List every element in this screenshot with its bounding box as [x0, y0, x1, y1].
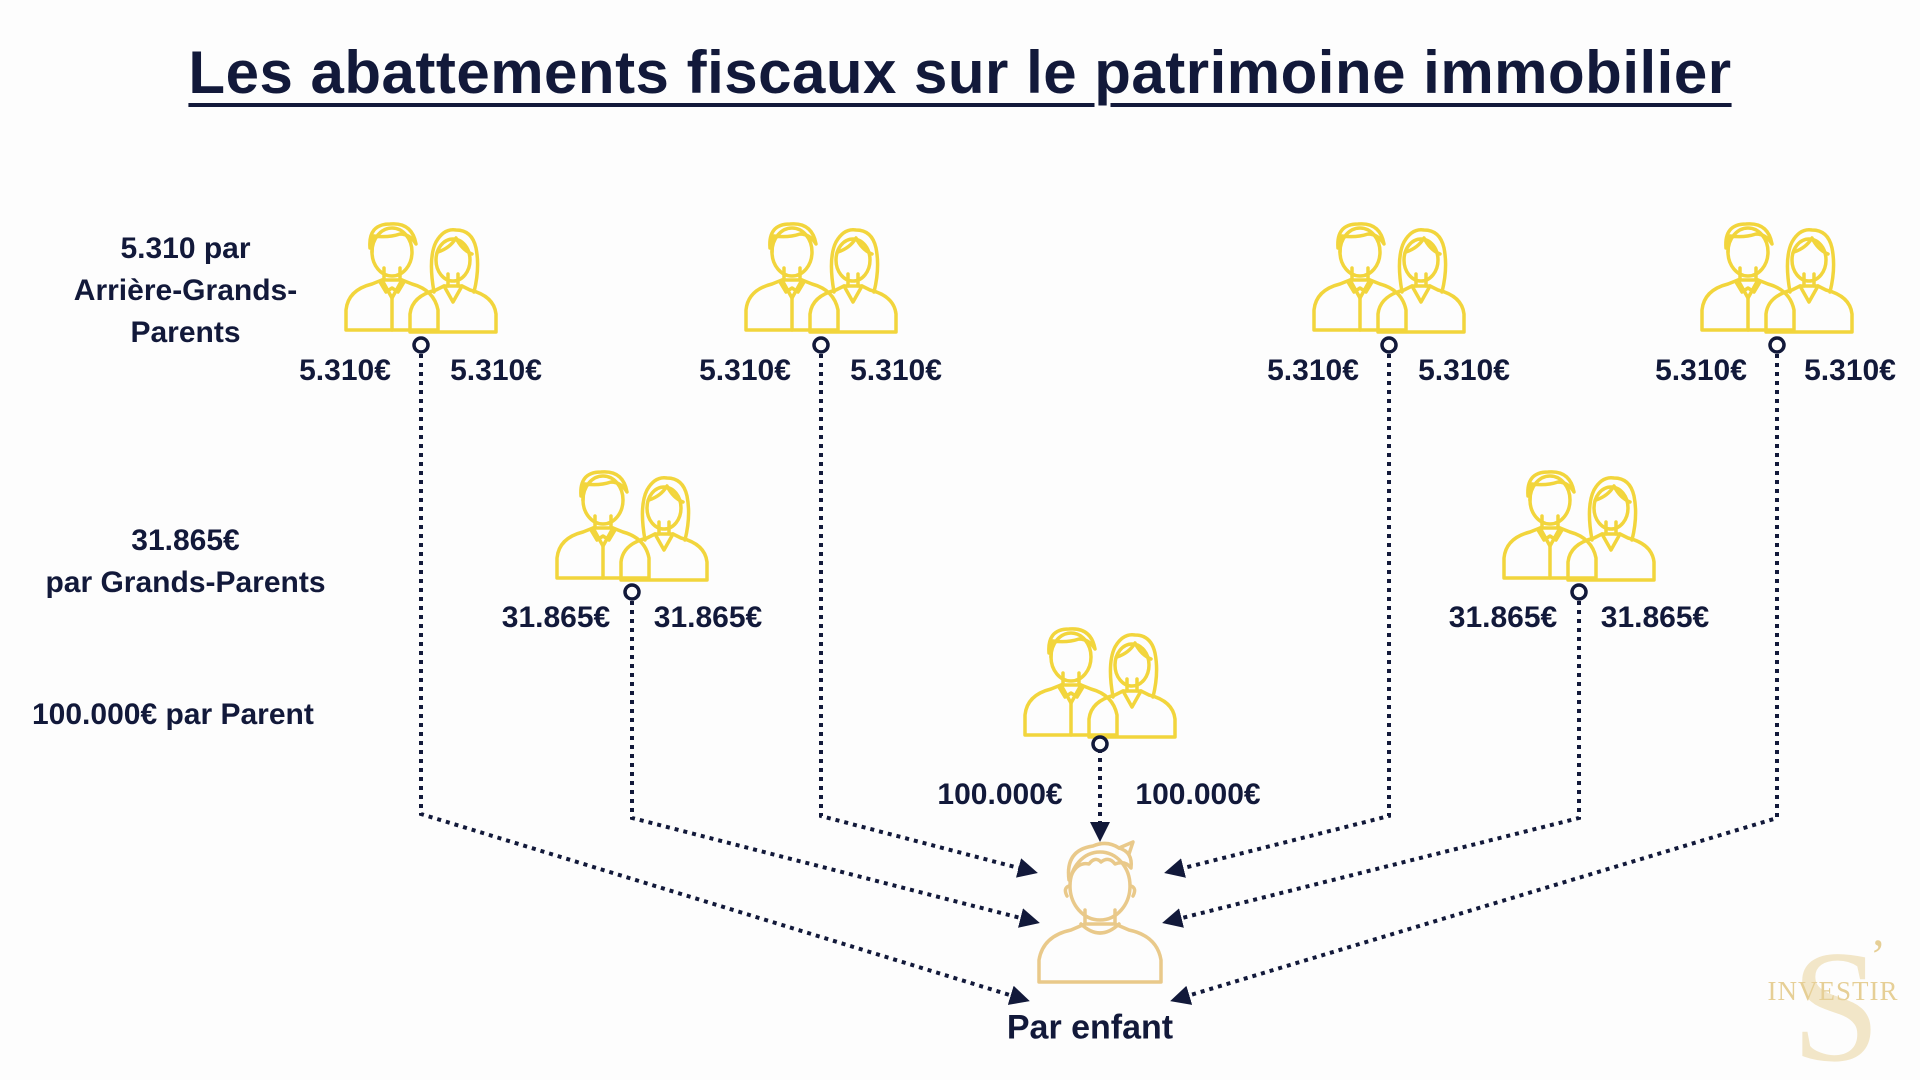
connector-dot: [1380, 336, 1398, 354]
connector-line-ggp-1: [419, 345, 1030, 1005]
logo-letter-s: S ’: [1792, 917, 1886, 1080]
child-label: Par enfant: [1006, 1008, 1174, 1047]
connector-dot: [812, 336, 830, 354]
page-title: Les abattements fiscaux sur le patrimoin…: [188, 39, 1732, 106]
great-grandparents-couple-icon: [344, 222, 498, 334]
connector-line-gp-2: [1162, 592, 1581, 928]
connector-line-ggp-2: [819, 345, 1038, 878]
connector-dot: [1091, 735, 1109, 753]
parents-couple-icon: [1023, 627, 1177, 739]
great-grandparents-couple-icon: [744, 222, 898, 334]
gp-2-left-amount: 31.865€: [1448, 601, 1558, 634]
parent-left-amount: 100.000€: [937, 778, 1063, 811]
gp-2-right-amount: 31.865€: [1600, 601, 1710, 634]
grandparents-label-line: par Grands-Parents: [45, 566, 326, 599]
parent-label: 100.000€ par Parent: [32, 698, 314, 731]
grandparents-label-line: 31.865€: [131, 524, 240, 557]
connector-dot: [1570, 583, 1588, 601]
parent-right-amount: 100.000€: [1135, 778, 1261, 811]
ggp-3-left-amount: 5.310€: [1267, 354, 1359, 387]
svg-text:S: S: [1792, 920, 1881, 1070]
connector-lines: [419, 345, 1779, 1005]
connector-dot: [412, 336, 430, 354]
connector-dot: [623, 583, 641, 601]
connector-line-gp-1: [630, 592, 1040, 928]
connector-line-ggp-3: [1164, 345, 1391, 878]
ggp-3-right-amount: 5.310€: [1418, 354, 1510, 387]
ggp-1-right-amount: 5.310€: [450, 354, 542, 387]
great-grandparents-label: 5.310 par Arrière-Grands- Parents: [48, 228, 323, 354]
connector-dot: [1768, 336, 1786, 354]
gp-1-left-amount: 31.865€: [501, 601, 611, 634]
ggp-2-left-amount: 5.310€: [699, 354, 791, 387]
gp-1-right-amount: 31.865€: [653, 601, 763, 634]
great-grandparents-label-line: 5.310 par: [120, 232, 251, 265]
grandparents-couple-icon: [1502, 470, 1656, 582]
child-icon: [1037, 840, 1163, 984]
great-grandparents-couple-icon: [1700, 222, 1854, 334]
great-grandparents-label-line: Parents: [130, 316, 241, 349]
connector-line-ggp-4: [1170, 345, 1779, 1005]
ggp-1-left-amount: 5.310€: [299, 354, 391, 387]
grandparents-label: 31.865€ par Grands-Parents: [28, 520, 343, 604]
ggp-2-right-amount: 5.310€: [850, 354, 942, 387]
great-grandparents-label-line: Arrière-Grands-: [73, 274, 298, 307]
investir-logo: S ’ INVESTIR: [1758, 917, 1908, 1080]
ggp-4-left-amount: 5.310€: [1655, 354, 1747, 387]
svg-text:’: ’: [1870, 930, 1886, 983]
great-grandparents-couple-icon: [1312, 222, 1466, 334]
logo-text: INVESTIR: [1767, 976, 1899, 1006]
grandparents-couple-icon: [555, 470, 709, 582]
ggp-4-right-amount: 5.310€: [1804, 354, 1896, 387]
